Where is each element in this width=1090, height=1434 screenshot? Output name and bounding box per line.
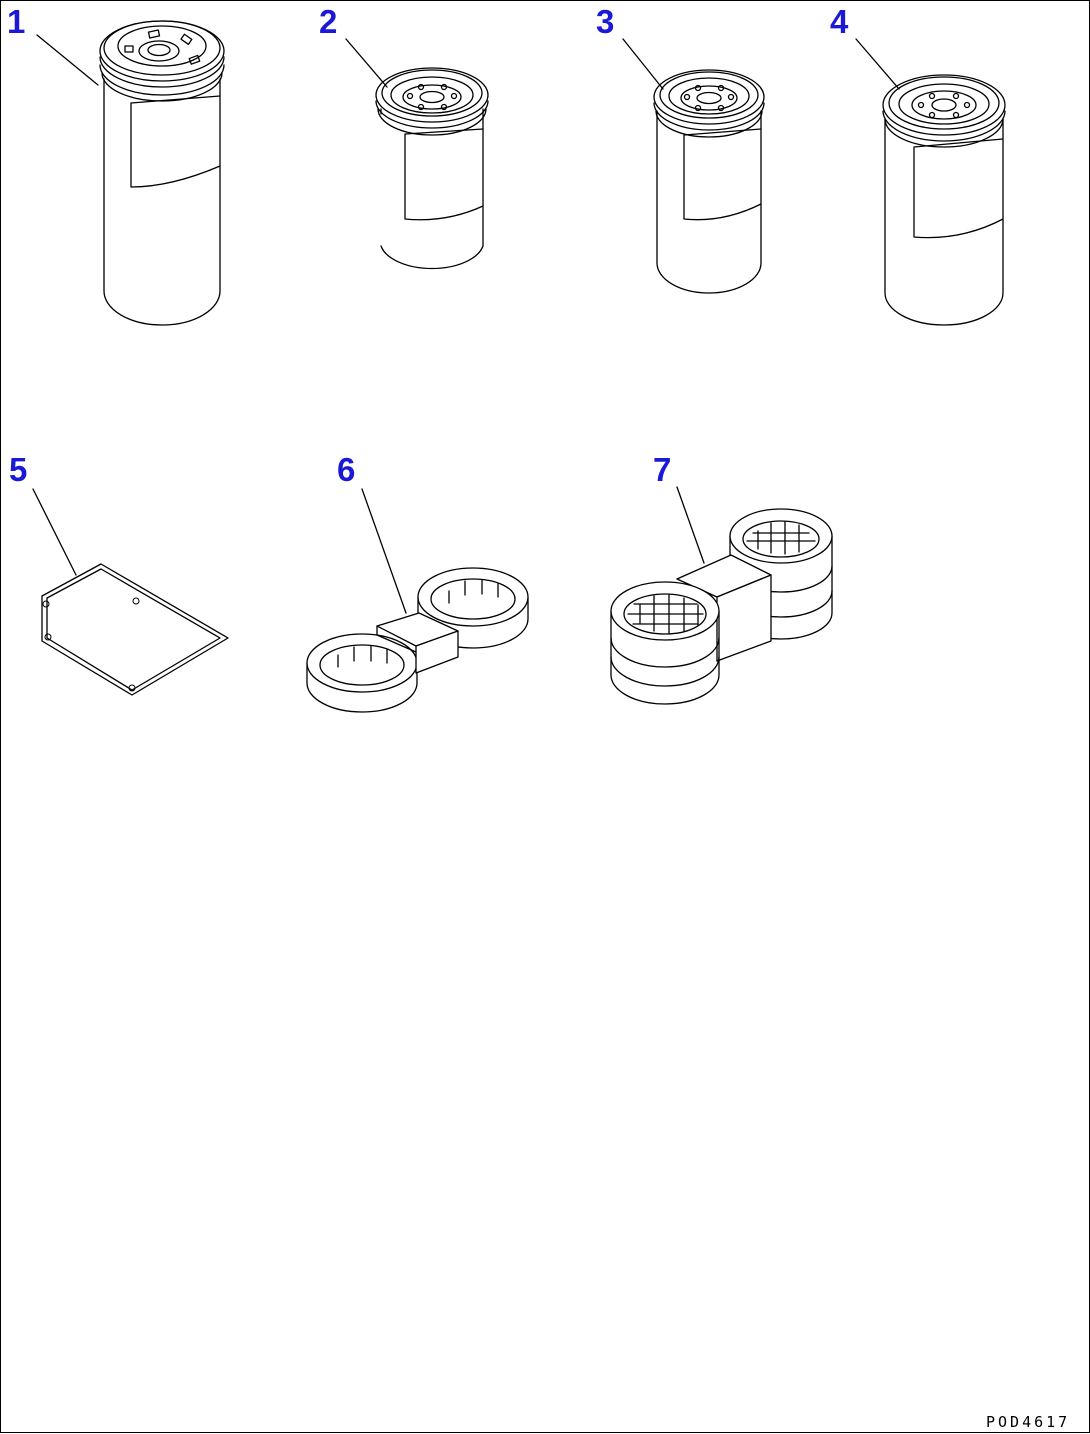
leader-line-2 [345, 38, 388, 88]
callout-1: 1 [7, 3, 25, 40]
part-6-wrench[interactable] [306, 567, 529, 713]
part-4-filter[interactable] [882, 74, 1006, 326]
part-3-filter[interactable] [653, 69, 765, 294]
part-7-wrench[interactable] [610, 508, 833, 705]
drawing-code: POD4617 [986, 1413, 1070, 1431]
callout-3: 3 [596, 3, 614, 40]
leader-line-6 [361, 488, 407, 614]
part-5-gasket[interactable] [41, 563, 229, 696]
callout-2: 2 [319, 3, 337, 40]
callout-7: 7 [653, 451, 671, 488]
callout-5: 5 [9, 451, 27, 488]
leader-line-5 [32, 488, 77, 576]
callout-4: 4 [830, 3, 849, 40]
leader-line-1 [36, 34, 99, 86]
part-1-filter[interactable] [99, 20, 225, 326]
part-2-filter[interactable] [375, 67, 489, 270]
leader-line-4 [855, 38, 900, 90]
callout-6: 6 [337, 451, 355, 488]
leader-line-3 [622, 38, 664, 90]
leader-line-7 [676, 486, 705, 564]
